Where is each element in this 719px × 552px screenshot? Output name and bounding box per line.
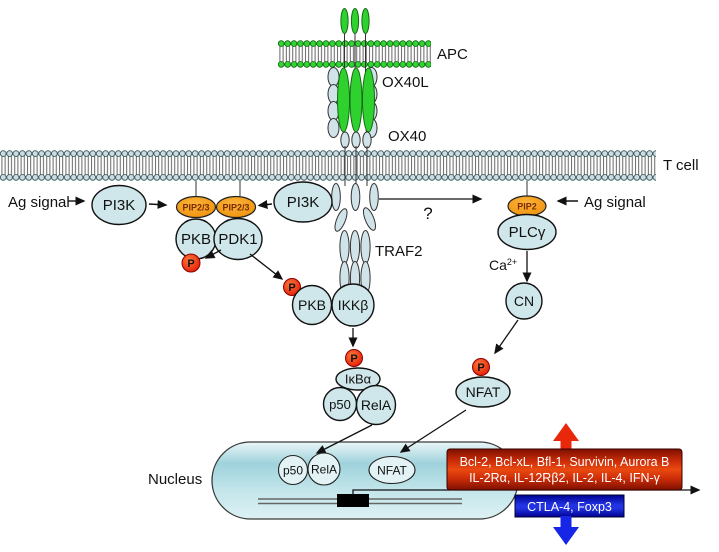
nfat-label: NFAT (466, 384, 501, 400)
pi3k-mid-node (273, 181, 333, 223)
pi3k-to-pip-arrow (148, 200, 168, 209)
nucleus-nfat-node (368, 455, 416, 485)
pkb-active-label: PKB (298, 297, 326, 313)
phospho-label: P (350, 353, 357, 365)
ox40l-label: OX40L (382, 74, 429, 91)
phospho-label: P (288, 282, 295, 294)
downregulated-genes-label: CTLA-4, Foxp3 (527, 500, 612, 514)
upregulated-genes-line2: IL-2Rα, IL-12Rβ2, IL-2, IL-4, IFN-γ (469, 471, 661, 485)
nucleus-p50-label: p50 (283, 464, 303, 478)
upregulated-arrow-icon (553, 423, 579, 452)
question-label: ? (423, 204, 432, 223)
ikkb-label: IKKβ (338, 297, 369, 313)
pdk1-to-p-arrow (204, 249, 222, 259)
pi3k-left-node (91, 184, 147, 226)
nucleus-nfat-label: NFAT (377, 464, 407, 478)
ox40-transmembrane-stems (344, 146, 368, 186)
pi3k-mid-to-pip-arrow (257, 200, 273, 209)
tcell-label: T cell (663, 157, 699, 174)
upregulated-genes-box (446, 448, 683, 491)
phospho-label: P (187, 258, 194, 270)
phospho-pkb-active (283, 278, 301, 296)
tcell-membrane (0, 150, 656, 181)
ag-signal-left-label: Ag signal (8, 194, 70, 211)
pip23-b-label: PIP2/3 (222, 203, 249, 213)
ikkb-node (331, 283, 375, 327)
nfat-node (455, 376, 511, 408)
traf2-label: TRAF2 (375, 243, 423, 260)
nfkb-to-nucleus-arrow (315, 424, 373, 454)
pdk1-to-active-pkb-arrow (249, 253, 284, 280)
cn-label: CN (514, 293, 534, 309)
pdk1-node (213, 217, 263, 261)
ikba-node (335, 367, 381, 391)
ox40l-ligand-trimer (337, 67, 375, 133)
pip2-label: PIP2 (517, 202, 537, 212)
downregulated-arrow-icon (553, 516, 579, 545)
phospho-pkb-membrane (181, 253, 201, 273)
p50-label: p50 (329, 397, 351, 412)
phospho-nfat (472, 358, 490, 376)
calcium-label: Ca2+ (489, 257, 517, 273)
phospho-ikba (345, 349, 363, 367)
pip23-a-label: PIP2/3 (182, 203, 209, 213)
upregulated-genes-line1: Bcl-2, Bcl-xL, Bfl-1, Survivin, Aurora B (460, 455, 670, 469)
ox40l-top-ovals (340, 8, 370, 34)
nucleus-rela-label: RelA (311, 463, 337, 477)
ox40-membrane-proximal-ovals (340, 131, 372, 149)
cn-to-nfat-arrow (494, 319, 519, 355)
ikba-label: IκBα (345, 372, 372, 387)
rela-label: RelA (361, 397, 392, 413)
pi3k-left-label: PI3K (103, 197, 136, 214)
pdk1-label: PDK1 (218, 231, 257, 248)
ox40-cytoplasmic-tails (331, 183, 379, 232)
cn-node (505, 282, 543, 320)
rela-node (355, 384, 397, 426)
pip23-a-node (175, 195, 217, 219)
ox40-label: OX40 (388, 128, 426, 145)
ag-signal-right-label: Ag signal (584, 194, 646, 211)
nfat-to-nucleus-arrow (399, 409, 467, 453)
pkb-label: PKB (181, 231, 211, 248)
gene-box (337, 494, 369, 507)
pi3k-mid-label: PI3K (287, 194, 320, 211)
nucleus-label: Nucleus (148, 471, 202, 488)
pip23-b-node (215, 195, 257, 219)
ox40l-top-stalks (344, 32, 366, 72)
apc-label: APC (437, 46, 468, 63)
plcg-node (497, 213, 557, 251)
nucleus-rela-node (307, 452, 341, 486)
plcg-label: PLCγ (509, 224, 546, 241)
phospho-label: P (477, 362, 484, 374)
